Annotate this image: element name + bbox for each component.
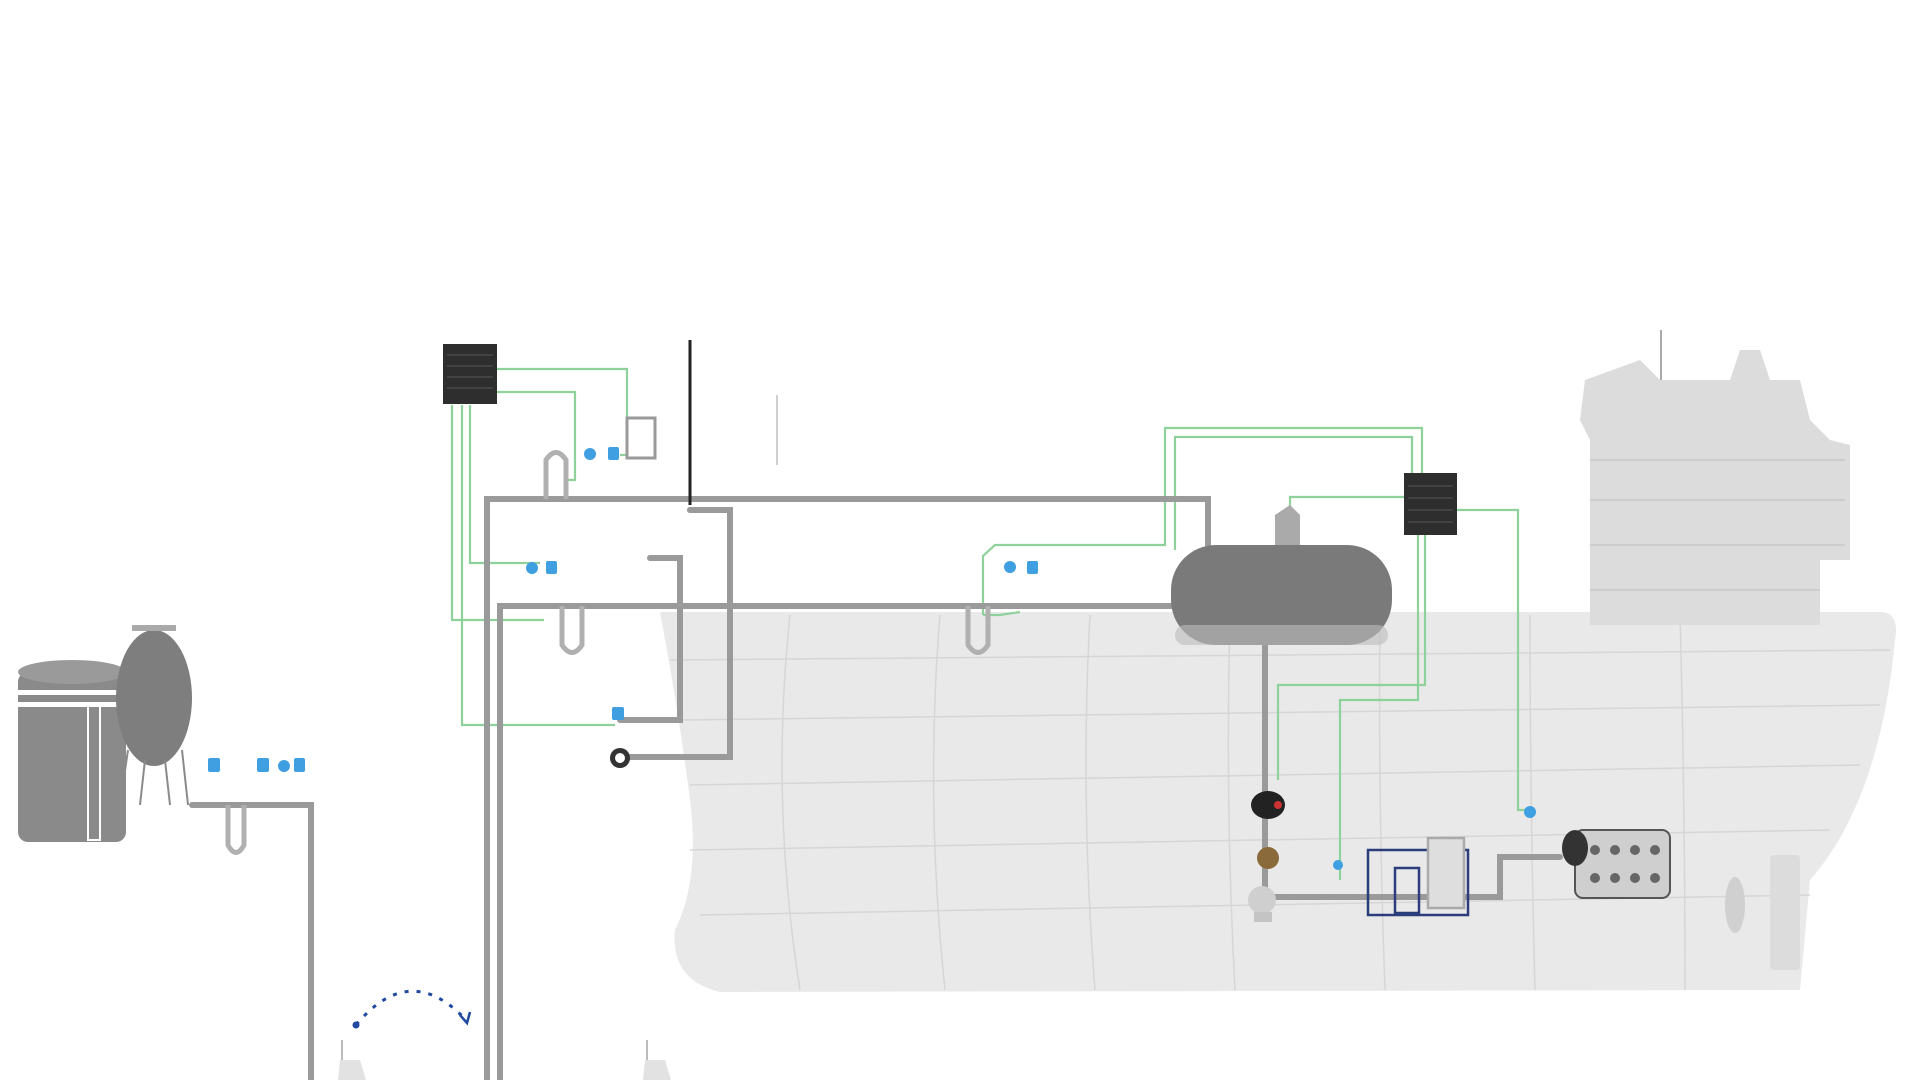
spherical-tank-icon: [116, 625, 192, 806]
u-loop-meters: [225, 450, 991, 855]
barge-icon: [338, 1040, 366, 1080]
valve-icon: [1251, 791, 1285, 869]
barge-icon: [643, 1040, 671, 1080]
pipes: [189, 496, 1563, 1080]
transfer-arrow-icon: [354, 989, 468, 1026]
pump-icon: [1248, 886, 1276, 922]
signal-lines: [450, 367, 1530, 880]
ship-hull-icon: [660, 330, 1896, 992]
controller-icon: [443, 344, 1457, 535]
engine-icon: [1562, 829, 1671, 899]
flowmeter-icon: [208, 447, 1536, 870]
sample-cabinet: [625, 416, 657, 460]
storage-tank-icon: [18, 660, 126, 842]
fuel-tank-icon: [1171, 505, 1392, 645]
meter-body-icon: [610, 748, 630, 768]
gas-valve-unit-icon: [1366, 836, 1470, 917]
